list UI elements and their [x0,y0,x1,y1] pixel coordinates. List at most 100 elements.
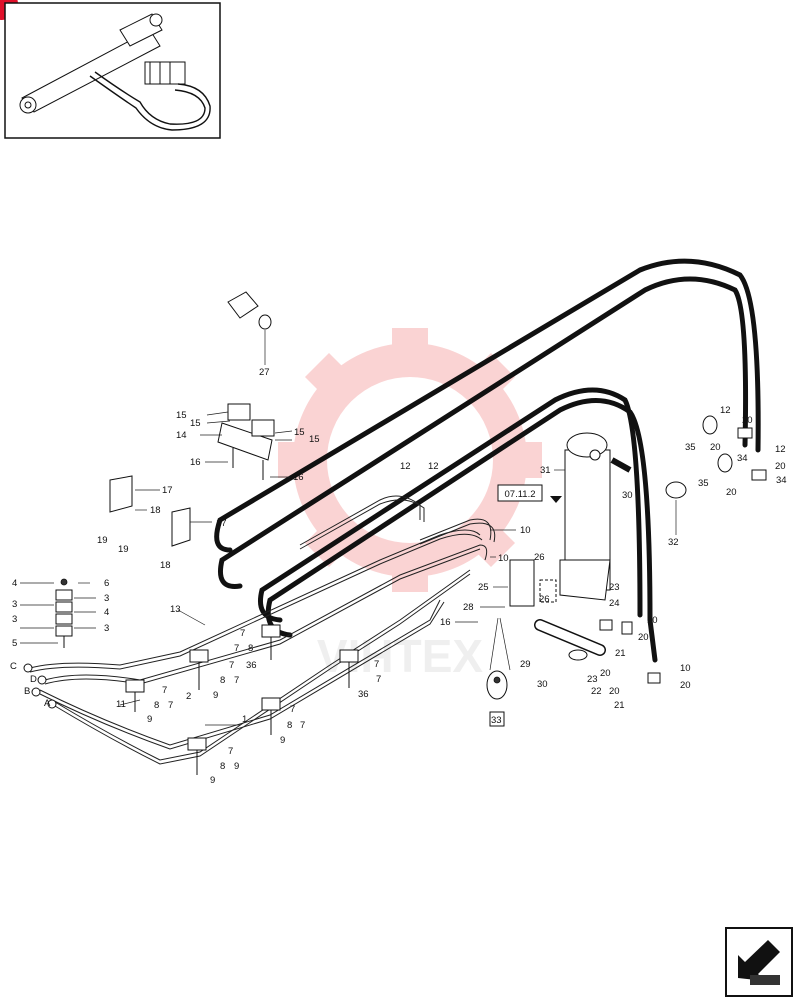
callout-17b: 17 [216,518,227,529]
callout-20c: 20 [775,461,786,472]
pipe-end-markers [23,663,57,709]
callout-4b: 4 [104,607,109,618]
page-reference[interactable]: 07.11.2 [497,484,562,503]
callout-8a: 8 [248,643,253,654]
callout-20h: 20 [609,686,620,697]
pipe-clamps [125,624,359,775]
long-hose-inner [258,387,658,663]
callout-13: 13 [170,604,181,615]
callout-2: 2 [186,691,191,702]
callout-7k: 7 [228,746,233,757]
callout-27: 27 [259,367,270,378]
decal-tag [486,670,508,727]
callout-8d: 8 [287,720,292,731]
callout-5: 5 [12,638,17,649]
callout-1: 1 [242,714,247,725]
callout-30b: 30 [537,679,548,690]
callout-20d: 20 [726,487,737,498]
callout-20b: 20 [742,415,753,426]
callout-33: 33 [491,715,502,726]
callout-10b: 10 [498,553,509,564]
callout-7f: 7 [168,700,173,711]
callout-11: 11 [116,699,126,710]
callout-15d: 15 [309,434,320,445]
callout-8e: 8 [220,761,225,772]
callout-16b: 16 [293,472,304,483]
callout-23a: 23 [609,582,620,593]
clamp-bracket [217,403,275,480]
callout-7i: 7 [374,659,379,670]
callout-21b: 21 [614,700,625,711]
callout-34a: 34 [737,453,748,464]
callout-18a: 18 [150,505,161,516]
callout-18b: 18 [160,560,171,571]
callout-10c: 10 [647,615,658,626]
page-reference-text: 07.11.2 [505,489,536,500]
callout-7b: 7 [234,643,239,654]
callout-15b: 15 [190,418,201,429]
callout-35a: 35 [685,442,696,453]
callout-9e: 9 [234,761,239,772]
callout-3a: 3 [12,599,17,610]
callout-4a: 4 [12,578,17,589]
inset-thumbnail [4,2,221,139]
callout-31: 31 [540,465,551,476]
callout-7g: 7 [290,704,295,715]
clamp-stack [55,578,73,648]
callout-6: 6 [104,578,109,589]
callout-36b: 36 [358,689,369,700]
callout-20a: 20 [710,442,721,453]
callout-3c: 3 [12,614,17,625]
callout-28: 28 [463,602,474,613]
callout-9d: 9 [210,775,215,786]
callout-7a: 7 [240,628,245,639]
hose-fittings [599,415,767,684]
mounting-brackets [109,475,191,547]
callout-10a: 10 [520,525,531,536]
callout-9b: 9 [147,714,152,725]
callout-16a: 16 [190,457,201,468]
callout-32: 32 [668,537,679,548]
callout-12a: 12 [400,461,411,472]
watermark-logo: VIHTEX [278,328,542,682]
steel-pipe-bundle [29,495,496,765]
callout-7d: 7 [234,675,239,686]
callout-25: 25 [478,582,489,593]
callout-14: 14 [176,430,187,441]
callout-17a: 17 [162,485,173,496]
callout-19b: 19 [118,544,129,555]
callout-26b: 26 [539,594,550,605]
label-B: B [24,686,30,697]
callout-16c: 16 [440,617,451,628]
callout-19a: 19 [97,535,108,546]
callout-12d: 12 [775,444,786,455]
callout-15c: 15 [294,427,305,438]
callout-29: 29 [520,659,531,670]
callout-12b: 12 [428,461,439,472]
callout-20e: 20 [638,632,649,643]
callout-8c: 8 [154,700,159,711]
callout-7e: 7 [162,685,167,696]
callout-15a: 15 [176,410,187,421]
hose-nut [227,291,272,330]
callout-9a: 9 [213,690,218,701]
callout-23b: 23 [587,674,598,685]
label-A: A [44,698,51,709]
callout-3d: 3 [104,623,109,634]
callout-3b: 3 [104,593,109,604]
valve-block [509,559,557,607]
label-D: D [30,674,37,685]
callout-9c: 9 [280,735,285,746]
cylinder-pin [534,619,606,661]
callout-21a: 21 [615,648,626,659]
callout-7j: 7 [376,674,381,685]
callout-35b: 35 [698,478,709,489]
callout-labels: 27 15 15 14 15 15 16 16 17 18 19 19 17 1… [10,367,787,786]
leader-lines [20,330,677,726]
callout-30a: 30 [622,490,633,501]
callout-34b: 34 [776,475,787,486]
callout-20g: 20 [680,680,691,691]
callout-36a: 36 [246,660,257,671]
next-page-arrow-icon[interactable] [725,927,793,997]
